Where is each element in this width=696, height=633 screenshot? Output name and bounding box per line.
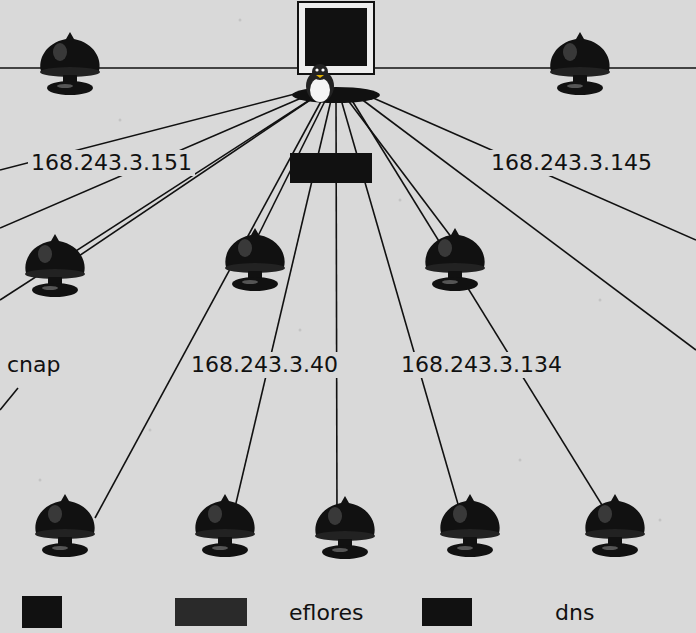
network-wires	[0, 68, 696, 520]
host-label: eflores	[286, 600, 366, 626]
host-label: 168.243.3.40	[188, 352, 341, 378]
host-label: 168.243.3.145	[488, 150, 655, 176]
redaction-blocks	[22, 153, 472, 628]
host-label: 168.243.3.134	[398, 352, 565, 378]
host-label: dns	[552, 600, 597, 626]
host-label: cnap	[4, 352, 64, 378]
background-speckle	[39, 19, 662, 522]
host-label: 168.243.3.151	[28, 150, 195, 176]
linux-workstation	[292, 2, 380, 103]
network-hosts	[25, 32, 645, 559]
